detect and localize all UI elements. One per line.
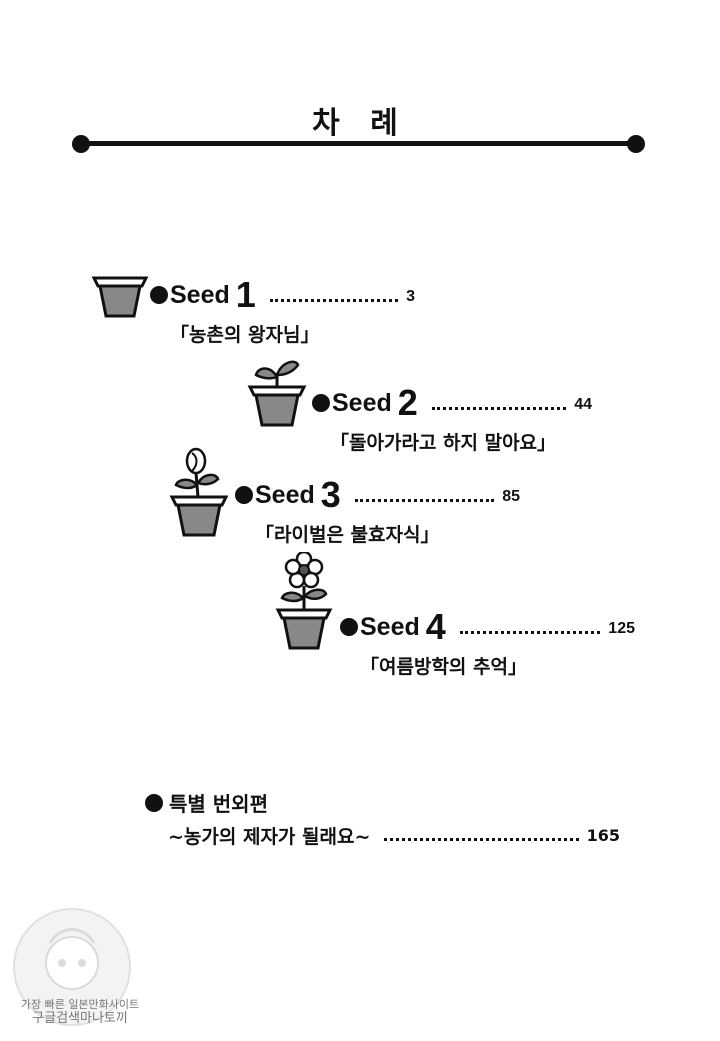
entry-subtitle: 「돌아가라고 하지 말아요」 [330,432,557,454]
leader-dots [431,407,567,410]
leader-dots [269,299,399,302]
toc-entry-seed-4[interactable]: Seed 4 125 [340,606,635,647]
entry-subtitle: 「농촌의 왕자님」 [170,324,320,346]
seed-number: 3 [320,474,341,515]
seed-label: Seed [360,613,420,641]
watermark-line-1: 가장 빠른 일본만화사이트 [20,998,140,1011]
toc-entry-special[interactable]: 특별 번외편 [145,788,268,817]
toc-entry-seed-2[interactable]: Seed 2 44 [312,382,592,423]
seed-number: 2 [397,382,418,423]
page-number: 85 [502,488,520,505]
bullet [145,793,163,812]
watermark-text: 가장 빠른 일본만화사이트 구글검색마나토끼 [10,998,150,1026]
title-divider [80,141,636,146]
toc-entry-special-line[interactable]: ~농가의 제자가 될래요~ 165 [168,822,620,849]
bullet [150,286,168,304]
bullet [235,486,253,504]
entry-subtitle: 「여름방학의 추억」 [360,656,527,678]
page-number: 3 [406,288,415,305]
seed-label: Seed [332,389,392,417]
divider-endcap-right [627,135,645,153]
pot-flower-icon [275,552,333,650]
page-number: 125 [608,620,635,637]
pot-sprout-icon [247,360,307,427]
seed-label: Seed [255,481,315,509]
page-number: 44 [574,396,592,413]
watermark-character-icon [13,908,131,1026]
divider-endcap-left [72,135,90,153]
toc-title: 차 례 [312,106,408,141]
watermark-line-2: 구글검색마나토끼 [32,1011,128,1026]
pot-empty-icon [91,276,149,318]
seed-label: Seed [170,281,230,309]
leader-dots [354,499,495,502]
special-subtitle: ~농가의 제자가 될래요~ [168,826,371,848]
leader-dots [384,838,579,841]
leader-dots [459,631,601,634]
toc-entry-seed-3[interactable]: Seed 3 85 [235,474,520,515]
pot-bud-icon [169,447,229,537]
seed-number: 4 [425,606,446,647]
toc-entry-seed-1[interactable]: Seed 1 3 [150,274,415,315]
entry-subtitle: 「라이벌은 불효자식」 [255,524,440,546]
bullet [340,618,358,636]
page-number: 165 [586,826,620,845]
bullet [312,394,330,412]
seed-number: 1 [235,274,256,315]
special-title: 특별 번외편 [169,792,268,816]
